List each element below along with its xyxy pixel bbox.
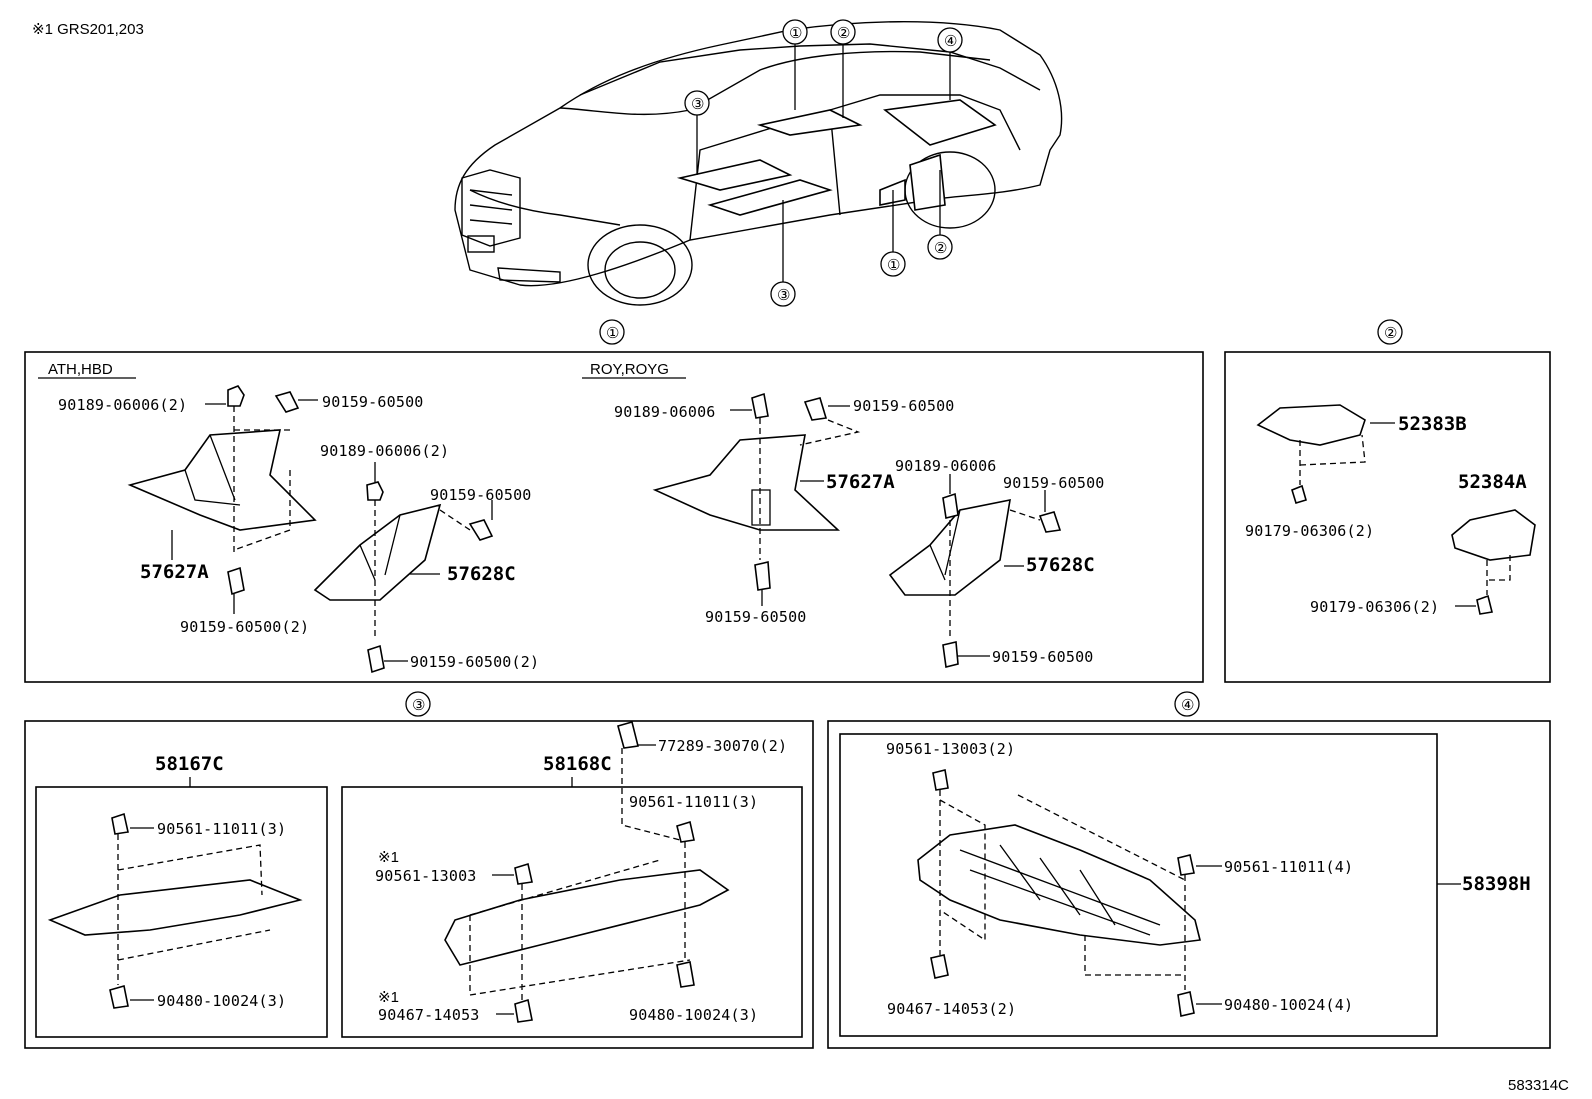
header-note: ※1 GRS201,203 [32,21,144,38]
panel-2-callout: ② [1384,325,1397,342]
clip-icon [109,984,129,1009]
bolt-icon [754,561,771,591]
clip-icon [676,961,695,988]
part-52384A [1451,509,1536,561]
bolt-icon [274,391,300,413]
panel-3-frame [24,720,814,1049]
label-57627A: 57627A [140,561,209,583]
bolt-icon [367,644,385,674]
subframe-58398H [839,733,1438,1037]
part-57627A-left [127,429,317,531]
label-52384A: 52384A [1458,471,1527,493]
variant-ath-hbd: ATH,HBD [48,361,113,378]
label-90467-14053: 90467-14053 [378,1006,480,1024]
clip-icon [1291,484,1307,504]
label-90561-11011-3: 90561-11011(3) [157,820,286,838]
bolt-icon [803,397,828,421]
label-90159-60500-2b: 90159-60500(2) [410,653,539,671]
callout-2-bottom: ② [934,240,947,257]
label-r-57628C: 57628C [1026,554,1095,576]
panel-4: ④ 90561-13003(2) 90561-11011(4) 90467-14… [827,691,1551,1049]
label-r-57627A: 57627A [826,471,895,493]
label-58168C: 58168C [543,753,612,775]
part-57628C-right [888,498,1011,596]
label-r-90159-60500: 90159-60500 [853,397,955,415]
panel-2: ② 52383B 52384A 90179-06306(2) 90179-063… [1224,319,1551,683]
clip-icon [617,721,639,749]
label-57628C: 57628C [447,563,516,585]
clip-icon [942,492,959,519]
part-58168C [444,869,730,966]
label-r3-90480-10024-3: 90480-10024(3) [629,1006,758,1024]
panel-4-callout: ④ [1181,697,1194,714]
callout-3-bottom: ③ [777,287,790,304]
label-90189-06006-2b: 90189-06006(2) [320,442,449,460]
label-90480-10024-3: 90480-10024(3) [157,992,286,1010]
bolt-icon [227,566,245,596]
label-r-90159-60500b: 90159-60500 [1003,474,1105,492]
part-58167C [47,879,303,936]
car-illustration [454,21,1063,306]
panel-3: ③ 58167C 90561-11011(3) 90480-10024(3) 5… [24,691,814,1049]
callout-1-top: ① [789,25,802,42]
label-r-90189-06006: 90189-06006 [614,403,716,421]
label-90467-14053-2: 90467-14053(2) [887,1000,1016,1018]
part-57627A-right [652,434,841,531]
clip-icon [1177,854,1195,876]
clip-icon [227,385,245,407]
clip-icon [1177,991,1195,1017]
callout-4-top: ④ [944,33,957,50]
label-r-90189-06006b: 90189-06006 [895,457,997,475]
label-90179-06306-2: 90179-06306(2) [1245,522,1374,540]
label-90159-60500b: 90159-60500 [430,486,532,504]
clip-icon [514,998,533,1023]
label-90480-10024-4: 90480-10024(4) [1224,996,1353,1014]
subframe-58168C [341,786,803,1038]
bolt-icon [1038,511,1062,533]
label-90159-60500-2: 90159-60500(2) [180,618,309,636]
panel-1: ① ATH,HBD 90189-06006(2) 90159-60500 901… [24,319,1204,683]
label-90561-13003-2: 90561-13003(2) [886,740,1015,758]
clip-icon [751,392,769,419]
panel-4-frame [827,720,1551,1049]
label-58398H: 58398H [1462,873,1531,895]
clip-icon [1476,594,1493,615]
callout-1-bottom: ① [887,257,900,274]
clip-icon [366,481,384,501]
callout-3-left: ③ [691,96,704,113]
variant-roy-royg: ROY,ROYG [590,361,669,378]
panel-1-callout: ① [606,325,619,342]
label-90561-13003: 90561-13003 [375,867,477,885]
label-r-90159-60500d: 90159-60500 [992,648,1094,666]
label-58167C: 58167C [155,753,224,775]
bolt-icon [942,641,959,668]
clip-icon [932,769,949,791]
label-r-90159-60500c: 90159-60500 [705,608,807,626]
clip-icon [111,812,129,835]
label-90159-60500: 90159-60500 [322,393,424,411]
callout-2-top: ② [837,25,850,42]
part-57628C-left [313,503,442,601]
clip-icon [930,954,949,979]
diagram-id: 583314C [1508,1077,1569,1094]
bolt-icon [468,519,494,541]
part-52383B [1256,404,1366,446]
label-77289-30070-2: 77289-30070(2) [658,737,787,755]
panel-2-frame [1224,351,1551,683]
note-1b: ※1 [378,989,399,1006]
label-90179-06306-2b: 90179-06306(2) [1310,598,1439,616]
label-r3-90561-11011-3: 90561-11011(3) [629,793,758,811]
label-90561-11011-4: 90561-11011(4) [1224,858,1353,876]
panel-3-callout: ③ [412,697,425,714]
clip-icon [514,862,533,885]
car-callouts: ① ② ④ ③ ③ ① ② [684,19,963,307]
label-52383B: 52383B [1398,413,1467,435]
note-1a: ※1 [378,849,399,866]
panel-1-frame [24,351,1204,683]
subframe-58167C [35,786,328,1038]
clip-icon [676,820,695,843]
label-90189-06006-2: 90189-06006(2) [58,396,187,414]
